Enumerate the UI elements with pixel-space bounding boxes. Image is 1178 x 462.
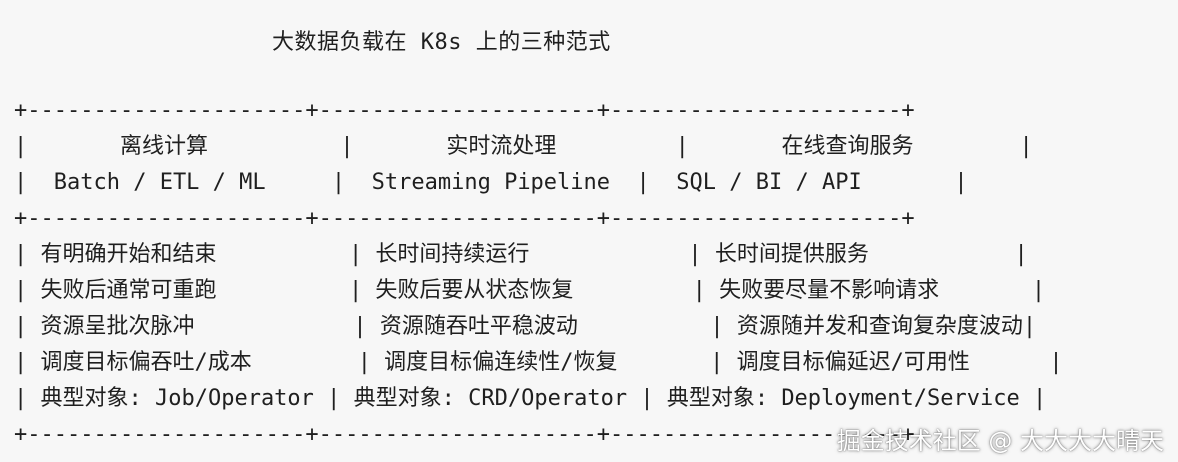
diagram-title: 大数据负载在 K8s 上的三种范式	[272, 30, 611, 55]
table-header-chinese: | 离线计算 | 实时流处理 | 在线查询服务 |	[14, 134, 1033, 159]
table-border-bottom: +---------------------+-----------------…	[14, 422, 915, 447]
table-row: | 失败后通常可重跑 | 失败后要从状态恢复 | 失败要尽量不影响请求 |	[14, 278, 1046, 303]
table-row: | 资源呈批次脉冲 | 资源随吞吐平稳波动 | 资源随并发和查询复杂度波动|	[14, 314, 1037, 339]
table-row: | 调度目标偏吞吐/成本 | 调度目标偏连续性/恢复 | 调度目标偏延迟/可用性…	[14, 350, 1063, 375]
table-header-english: | Batch / ETL / ML | Streaming Pipeline …	[14, 170, 968, 195]
watermark: 掘金技术社区 @ 大大大大晴天	[836, 427, 1164, 455]
table-border-middle: +---------------------+-----------------…	[14, 206, 915, 231]
table-border-top: +---------------------+-----------------…	[14, 98, 915, 123]
table-row: | 典型对象: Job/Operator | 典型对象: CRD/Operato…	[14, 386, 1047, 411]
table-row: | 有明确开始和结束 | 长时间持续运行 | 长时间提供服务 |	[14, 242, 1028, 267]
